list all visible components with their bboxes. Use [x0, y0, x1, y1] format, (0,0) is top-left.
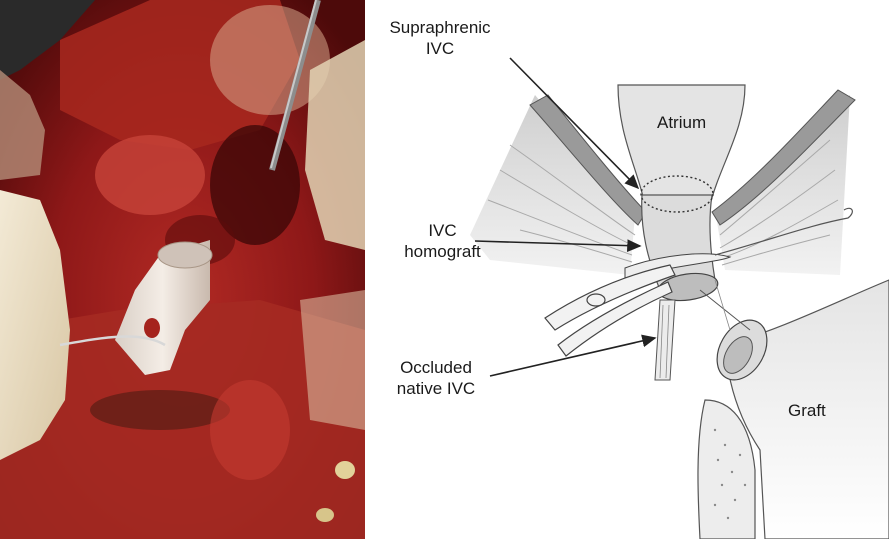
- label-homograft-line1: IVC: [400, 220, 485, 241]
- right-lower-tissue: [300, 290, 365, 430]
- anastomosis-diagram: [370, 0, 889, 539]
- fat-speck-2: [316, 508, 334, 522]
- dark-patch: [90, 390, 230, 430]
- label-graft: Graft: [788, 400, 826, 421]
- surgical-photo: [0, 0, 365, 539]
- label-occluded-line1: Occluded: [381, 357, 491, 378]
- fat-speck: [335, 461, 355, 479]
- label-occluded-native-ivc: Occluded native IVC: [381, 357, 491, 399]
- label-supraphrenic-ivc: Supraphrenic IVC: [385, 17, 495, 59]
- label-occluded-line2: native IVC: [381, 378, 491, 399]
- homograft-opening: [158, 242, 212, 268]
- stay-suture-2: [715, 280, 730, 330]
- label-supraphrenic-line1: Supraphrenic: [385, 17, 495, 38]
- bright-patch: [210, 380, 290, 480]
- label-supraphrenic-line2: IVC: [385, 38, 495, 59]
- native-ivc: [655, 300, 675, 380]
- vascular-clamp: [545, 265, 675, 356]
- homograft-stain: [144, 318, 160, 338]
- stay-suture: [700, 290, 750, 330]
- organ-highlight: [95, 135, 205, 215]
- label-atrium: Atrium: [657, 112, 706, 133]
- label-ivc-homograft: IVC homograft: [400, 220, 485, 262]
- label-homograft-line2: homograft: [400, 241, 485, 262]
